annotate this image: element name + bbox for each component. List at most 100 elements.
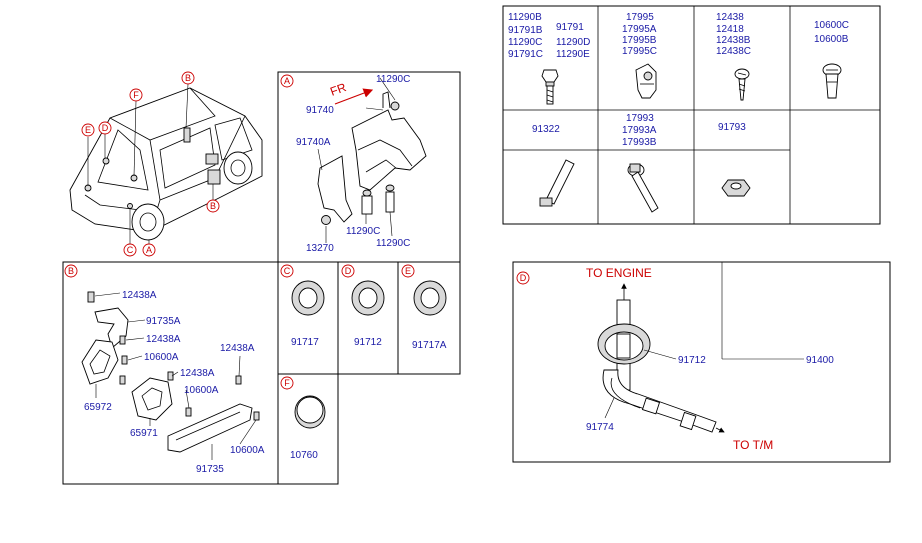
vehicle-callout-a[interactable]: A xyxy=(142,243,156,257)
grommet-c xyxy=(291,280,325,316)
part-91712-small[interactable]: 91712 xyxy=(354,337,382,348)
panel-a-leaders xyxy=(317,77,396,243)
part-91712-detail[interactable]: 91712 xyxy=(678,355,706,366)
svg-text:B: B xyxy=(68,266,74,276)
part-17993b[interactable]: 17993B xyxy=(622,137,657,148)
svg-text:F: F xyxy=(133,90,139,100)
part-11290c-tbl[interactable]: 11290C xyxy=(508,37,542,48)
screw-icon xyxy=(734,68,750,101)
vehicle-callout-f[interactable]: F xyxy=(129,88,143,102)
panel-a-callout: A xyxy=(280,74,294,88)
fr-label: FR xyxy=(328,80,348,99)
part-12438a-3[interactable]: 12438A xyxy=(180,368,215,379)
svg-text:D: D xyxy=(520,273,527,283)
panel-d-small-callout: D xyxy=(341,264,355,278)
clip-icon xyxy=(635,63,657,99)
svg-text:C: C xyxy=(127,245,134,255)
strap-icon xyxy=(539,159,575,207)
part-10600b[interactable]: 10600B xyxy=(814,34,849,45)
part-91791b[interactable]: 91791B xyxy=(508,25,543,36)
panel-e-callout: E xyxy=(401,264,415,278)
plug-f xyxy=(294,395,326,429)
nut-icon xyxy=(721,179,751,197)
part-10600c[interactable]: 10600C xyxy=(814,20,849,31)
panel-d-detail-callout: D xyxy=(516,271,530,285)
cable-tie-icon xyxy=(627,163,659,213)
panel-c-frame xyxy=(277,261,339,375)
part-91322[interactable]: 91322 xyxy=(532,124,560,135)
part-17995c[interactable]: 17995C xyxy=(622,46,657,57)
part-10600a-2[interactable]: 10600A xyxy=(184,385,219,396)
vehicle-overview xyxy=(69,83,263,244)
svg-text:B: B xyxy=(185,73,191,83)
part-13270[interactable]: 13270 xyxy=(306,243,334,254)
part-12438a-4[interactable]: 12438A xyxy=(220,343,255,354)
panel-b-parts xyxy=(81,291,260,453)
part-91717a[interactable]: 91717A xyxy=(412,340,447,351)
vehicle-callout-e[interactable]: E xyxy=(81,123,95,137)
part-91400[interactable]: 91400 xyxy=(806,355,834,366)
part-12438c[interactable]: 12438C xyxy=(716,46,751,57)
fastener-icon xyxy=(822,63,842,99)
svg-text:E: E xyxy=(405,266,411,276)
part-10600a-3[interactable]: 10600A xyxy=(230,445,265,456)
grommet-e xyxy=(413,280,447,316)
svg-text:D: D xyxy=(345,266,352,276)
svg-text:C: C xyxy=(284,266,291,276)
svg-text:A: A xyxy=(146,245,152,255)
part-91740[interactable]: 91740 xyxy=(306,105,334,116)
part-11290c-top[interactable]: 11290C xyxy=(376,74,410,85)
vehicle-callout-b-top[interactable]: B xyxy=(181,71,195,85)
part-91791[interactable]: 91791 xyxy=(556,22,584,33)
part-10600a-1[interactable]: 10600A xyxy=(144,352,179,363)
part-12438a-1[interactable]: 12438A xyxy=(122,290,157,301)
part-17995b[interactable]: 17995B xyxy=(622,35,657,46)
part-10760[interactable]: 10760 xyxy=(290,450,318,461)
panel-b-callout: B xyxy=(64,264,78,278)
to-engine-label: TO ENGINE xyxy=(586,266,652,280)
panel-e-frame xyxy=(397,261,461,375)
panel-d-detail-frame xyxy=(512,261,891,463)
svg-text:D: D xyxy=(102,123,109,133)
part-91791c[interactable]: 91791C xyxy=(508,49,543,60)
part-91717[interactable]: 91717 xyxy=(291,337,319,348)
part-12438a-2[interactable]: 12438A xyxy=(146,334,181,345)
part-12418[interactable]: 12418 xyxy=(716,24,744,35)
panel-a-bracket xyxy=(317,91,427,225)
svg-text:F: F xyxy=(284,378,290,388)
vehicle-callout-c[interactable]: C xyxy=(123,243,137,257)
part-11290e[interactable]: 11290E xyxy=(556,49,590,60)
svg-text:E: E xyxy=(85,125,91,135)
part-11290c-mid[interactable]: 11290C xyxy=(346,226,380,237)
bolt-icon xyxy=(541,69,559,105)
panel-d-detail-leaders xyxy=(604,262,804,419)
part-65972[interactable]: 65972 xyxy=(84,402,112,413)
part-17993a[interactable]: 17993A xyxy=(622,125,657,136)
part-91740a[interactable]: 91740A xyxy=(296,137,331,148)
fr-arrow xyxy=(334,88,374,105)
vehicle-callout-d[interactable]: D xyxy=(98,121,112,135)
vehicle-callout-b-bottom[interactable]: B xyxy=(206,199,220,213)
part-17995[interactable]: 17995 xyxy=(626,12,654,23)
part-11290d[interactable]: 11290D xyxy=(556,37,590,48)
part-91793[interactable]: 91793 xyxy=(718,122,746,133)
part-65971[interactable]: 65971 xyxy=(130,428,158,439)
part-17993[interactable]: 17993 xyxy=(626,113,654,124)
panel-d-small-frame xyxy=(337,261,399,375)
part-12438b[interactable]: 12438B xyxy=(716,35,751,46)
part-91735[interactable]: 91735 xyxy=(196,464,224,475)
part-91774[interactable]: 91774 xyxy=(586,422,614,433)
panel-f-callout: F xyxy=(280,376,294,390)
panel-b-leaders xyxy=(94,292,257,460)
part-11290c-low[interactable]: 11290C xyxy=(376,238,410,249)
part-17995a[interactable]: 17995A xyxy=(622,24,657,35)
part-91735a[interactable]: 91735A xyxy=(146,316,181,327)
panel-c-callout: C xyxy=(280,264,294,278)
to-tm-label: TO T/M xyxy=(733,438,773,452)
part-12438[interactable]: 12438 xyxy=(716,12,744,23)
svg-text:A: A xyxy=(284,76,290,86)
parts-table xyxy=(502,5,881,225)
panel-f-frame xyxy=(277,373,339,485)
part-11290b[interactable]: 11290B xyxy=(508,12,542,23)
